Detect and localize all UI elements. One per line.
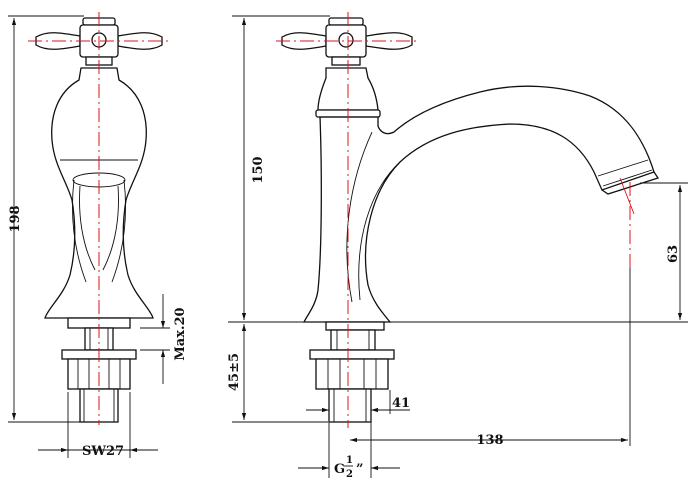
dim-thread-suffix: ”: [356, 462, 363, 477]
side-nut: [309, 349, 395, 423]
dim-shank-length: 41: [306, 390, 410, 414]
dim-reach-label: 138: [476, 433, 503, 448]
side-view: 150 45±5 63 41 138: [227, 12, 688, 480]
dim-thread-numerator: 1: [346, 455, 353, 466]
dim-mount-depth: 45±5: [227, 324, 328, 423]
dim-reach: 138: [350, 268, 631, 448]
dim-height-spout-label: 150: [251, 156, 266, 183]
dim-max-thread-label: Max.20: [173, 307, 188, 360]
side-body: [302, 67, 660, 351]
dim-thread: G 1 2 ”: [298, 422, 400, 480]
side-cross-handle: [281, 17, 413, 66]
dim-wrench-size: SW27: [38, 392, 158, 459]
outlet-jet-line: [619, 177, 635, 215]
dim-height-spout: 150: [232, 15, 330, 320]
dim-outlet-height-label: 63: [666, 245, 681, 263]
dim-thread-denominator: 2: [346, 469, 353, 480]
dim-thread-prefix: G: [334, 462, 345, 477]
dim-height-total-label: 198: [8, 205, 23, 232]
dim-shank-length-label: 41: [392, 396, 410, 411]
dim-height-total: 198: [8, 15, 84, 423]
front-view: 198 Max.20 SW27: [8, 12, 188, 459]
dim-outlet-height: 63: [640, 182, 688, 320]
dim-max-thread: Max.20: [140, 294, 188, 384]
dim-wrench-size-label: SW27: [82, 444, 124, 459]
dim-mount-depth-label: 45±5: [227, 353, 242, 391]
